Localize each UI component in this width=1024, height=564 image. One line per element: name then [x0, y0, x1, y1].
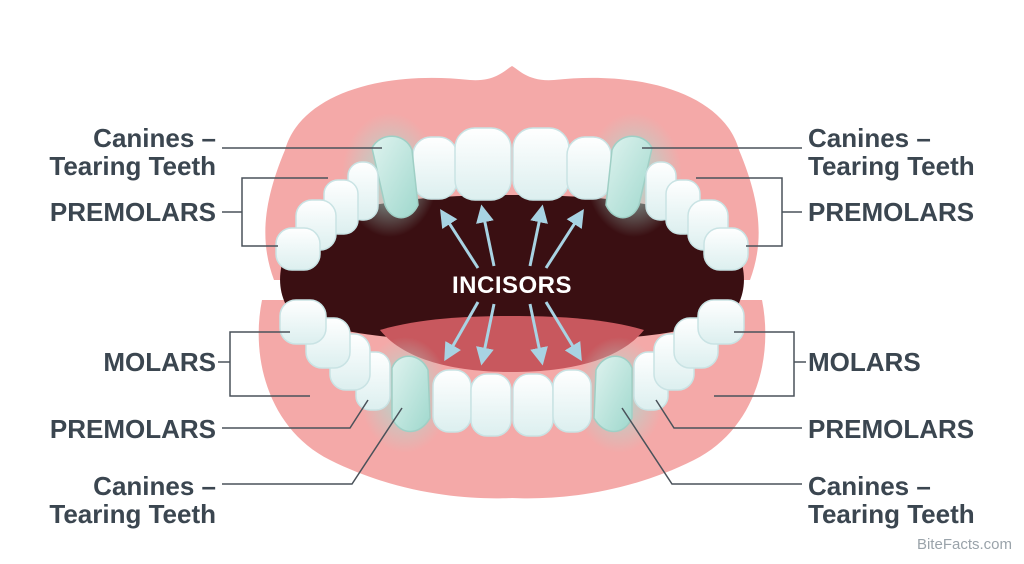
label-lower-right-canines: Canines – Tearing Teeth: [808, 472, 1008, 528]
label-lower-right-premolars: PREMOLARS: [808, 414, 975, 444]
lower-right-canine: [593, 355, 633, 433]
upper-back-teeth: [275, 161, 749, 271]
label-upper-right-premolars: PREMOLARS: [808, 197, 975, 227]
label-incisors: INCISORS: [451, 272, 572, 299]
label-right-molars: MOLARS: [808, 347, 921, 377]
canines-line1: Canines –: [93, 123, 216, 153]
canines-line2: Tearing Teeth: [808, 151, 975, 181]
label-lower-left-premolars: PREMOLARS: [49, 414, 216, 444]
upper-left-canine: [371, 135, 419, 219]
label-upper-left-premolars: PREMOLARS: [49, 197, 216, 227]
leader-lines: [218, 147, 806, 485]
canines-line1: Canines –: [808, 471, 931, 501]
canines-line2: Tearing Teeth: [808, 499, 975, 529]
canines-line1: Canines –: [93, 471, 216, 501]
canines-line1: Canines –: [808, 123, 931, 153]
upper-right-canine: [605, 135, 653, 219]
label-left-molars: MOLARS: [103, 347, 216, 377]
site-credit: BiteFacts.com: [916, 536, 1012, 553]
label-upper-left-canines: Canines – Tearing Teeth: [20, 124, 216, 180]
label-upper-right-canines: Canines – Tearing Teeth: [808, 124, 1008, 180]
lower-left-canine: [391, 355, 431, 433]
incisor-arrows: [440, 204, 584, 366]
canines-line2: Tearing Teeth: [49, 499, 216, 529]
lower-back-teeth: [279, 299, 745, 411]
lower-incisors: [432, 369, 592, 437]
canines-line2: Tearing Teeth: [49, 151, 216, 181]
label-lower-left-canines: Canines – Tearing Teeth: [20, 472, 216, 528]
